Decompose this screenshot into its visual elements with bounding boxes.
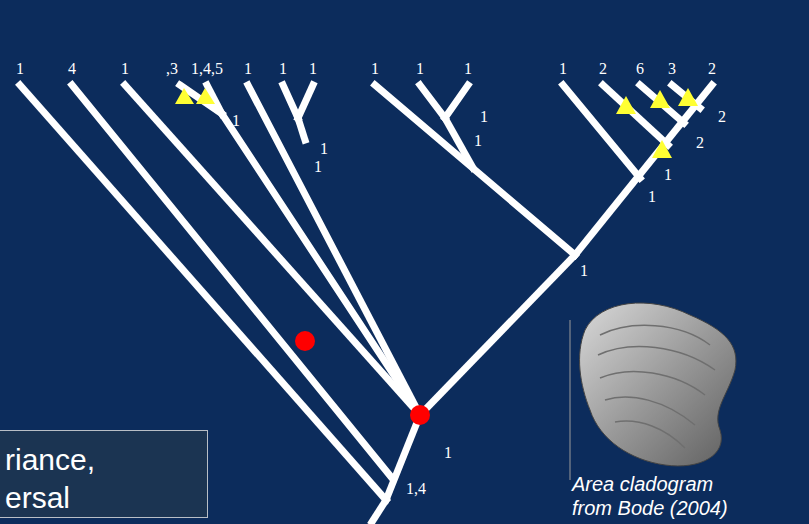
area-number: 4 (68, 60, 76, 78)
area-number: 1,4,5 (191, 60, 223, 78)
area-number: 1 (121, 60, 129, 78)
area-number: 1 (648, 188, 656, 206)
area-number: 1 (664, 166, 672, 184)
area-number: 6 (636, 60, 644, 78)
area-number: 1 (580, 262, 588, 280)
caption: Area cladogram from Bode (2004) (572, 472, 752, 520)
area-number: 1 (16, 60, 24, 78)
area-number: 3 (668, 60, 676, 78)
area-number: 1 (309, 60, 317, 78)
dispersal-triangles (175, 88, 698, 158)
area-number: 1 (464, 60, 472, 78)
area-number: 1 (244, 60, 252, 78)
area-number: 1 (480, 108, 488, 126)
area-number: 1 (320, 140, 328, 158)
area-number: 2 (718, 108, 726, 126)
area-number: 1,4 (406, 480, 426, 498)
area-number: 1 (314, 158, 322, 176)
area-number: 1 (559, 60, 567, 78)
area-number: 1 (416, 60, 424, 78)
area-number: 2 (696, 134, 704, 152)
area-number: 1 (444, 444, 452, 462)
oyster-shell (580, 303, 736, 466)
text-box: riance, ersal (0, 430, 208, 518)
box-text: riance, ersal (5, 441, 155, 517)
area-number: 1 (279, 60, 287, 78)
leader-line (570, 320, 571, 480)
area-number: ,3 (166, 60, 178, 78)
area-number: 1 (371, 60, 379, 78)
area-number: 2 (708, 60, 716, 78)
area-number: 2 (599, 60, 607, 78)
vicariance-dots (295, 331, 430, 425)
area-number: 1 (232, 112, 240, 130)
area-number: 1 (474, 132, 482, 150)
